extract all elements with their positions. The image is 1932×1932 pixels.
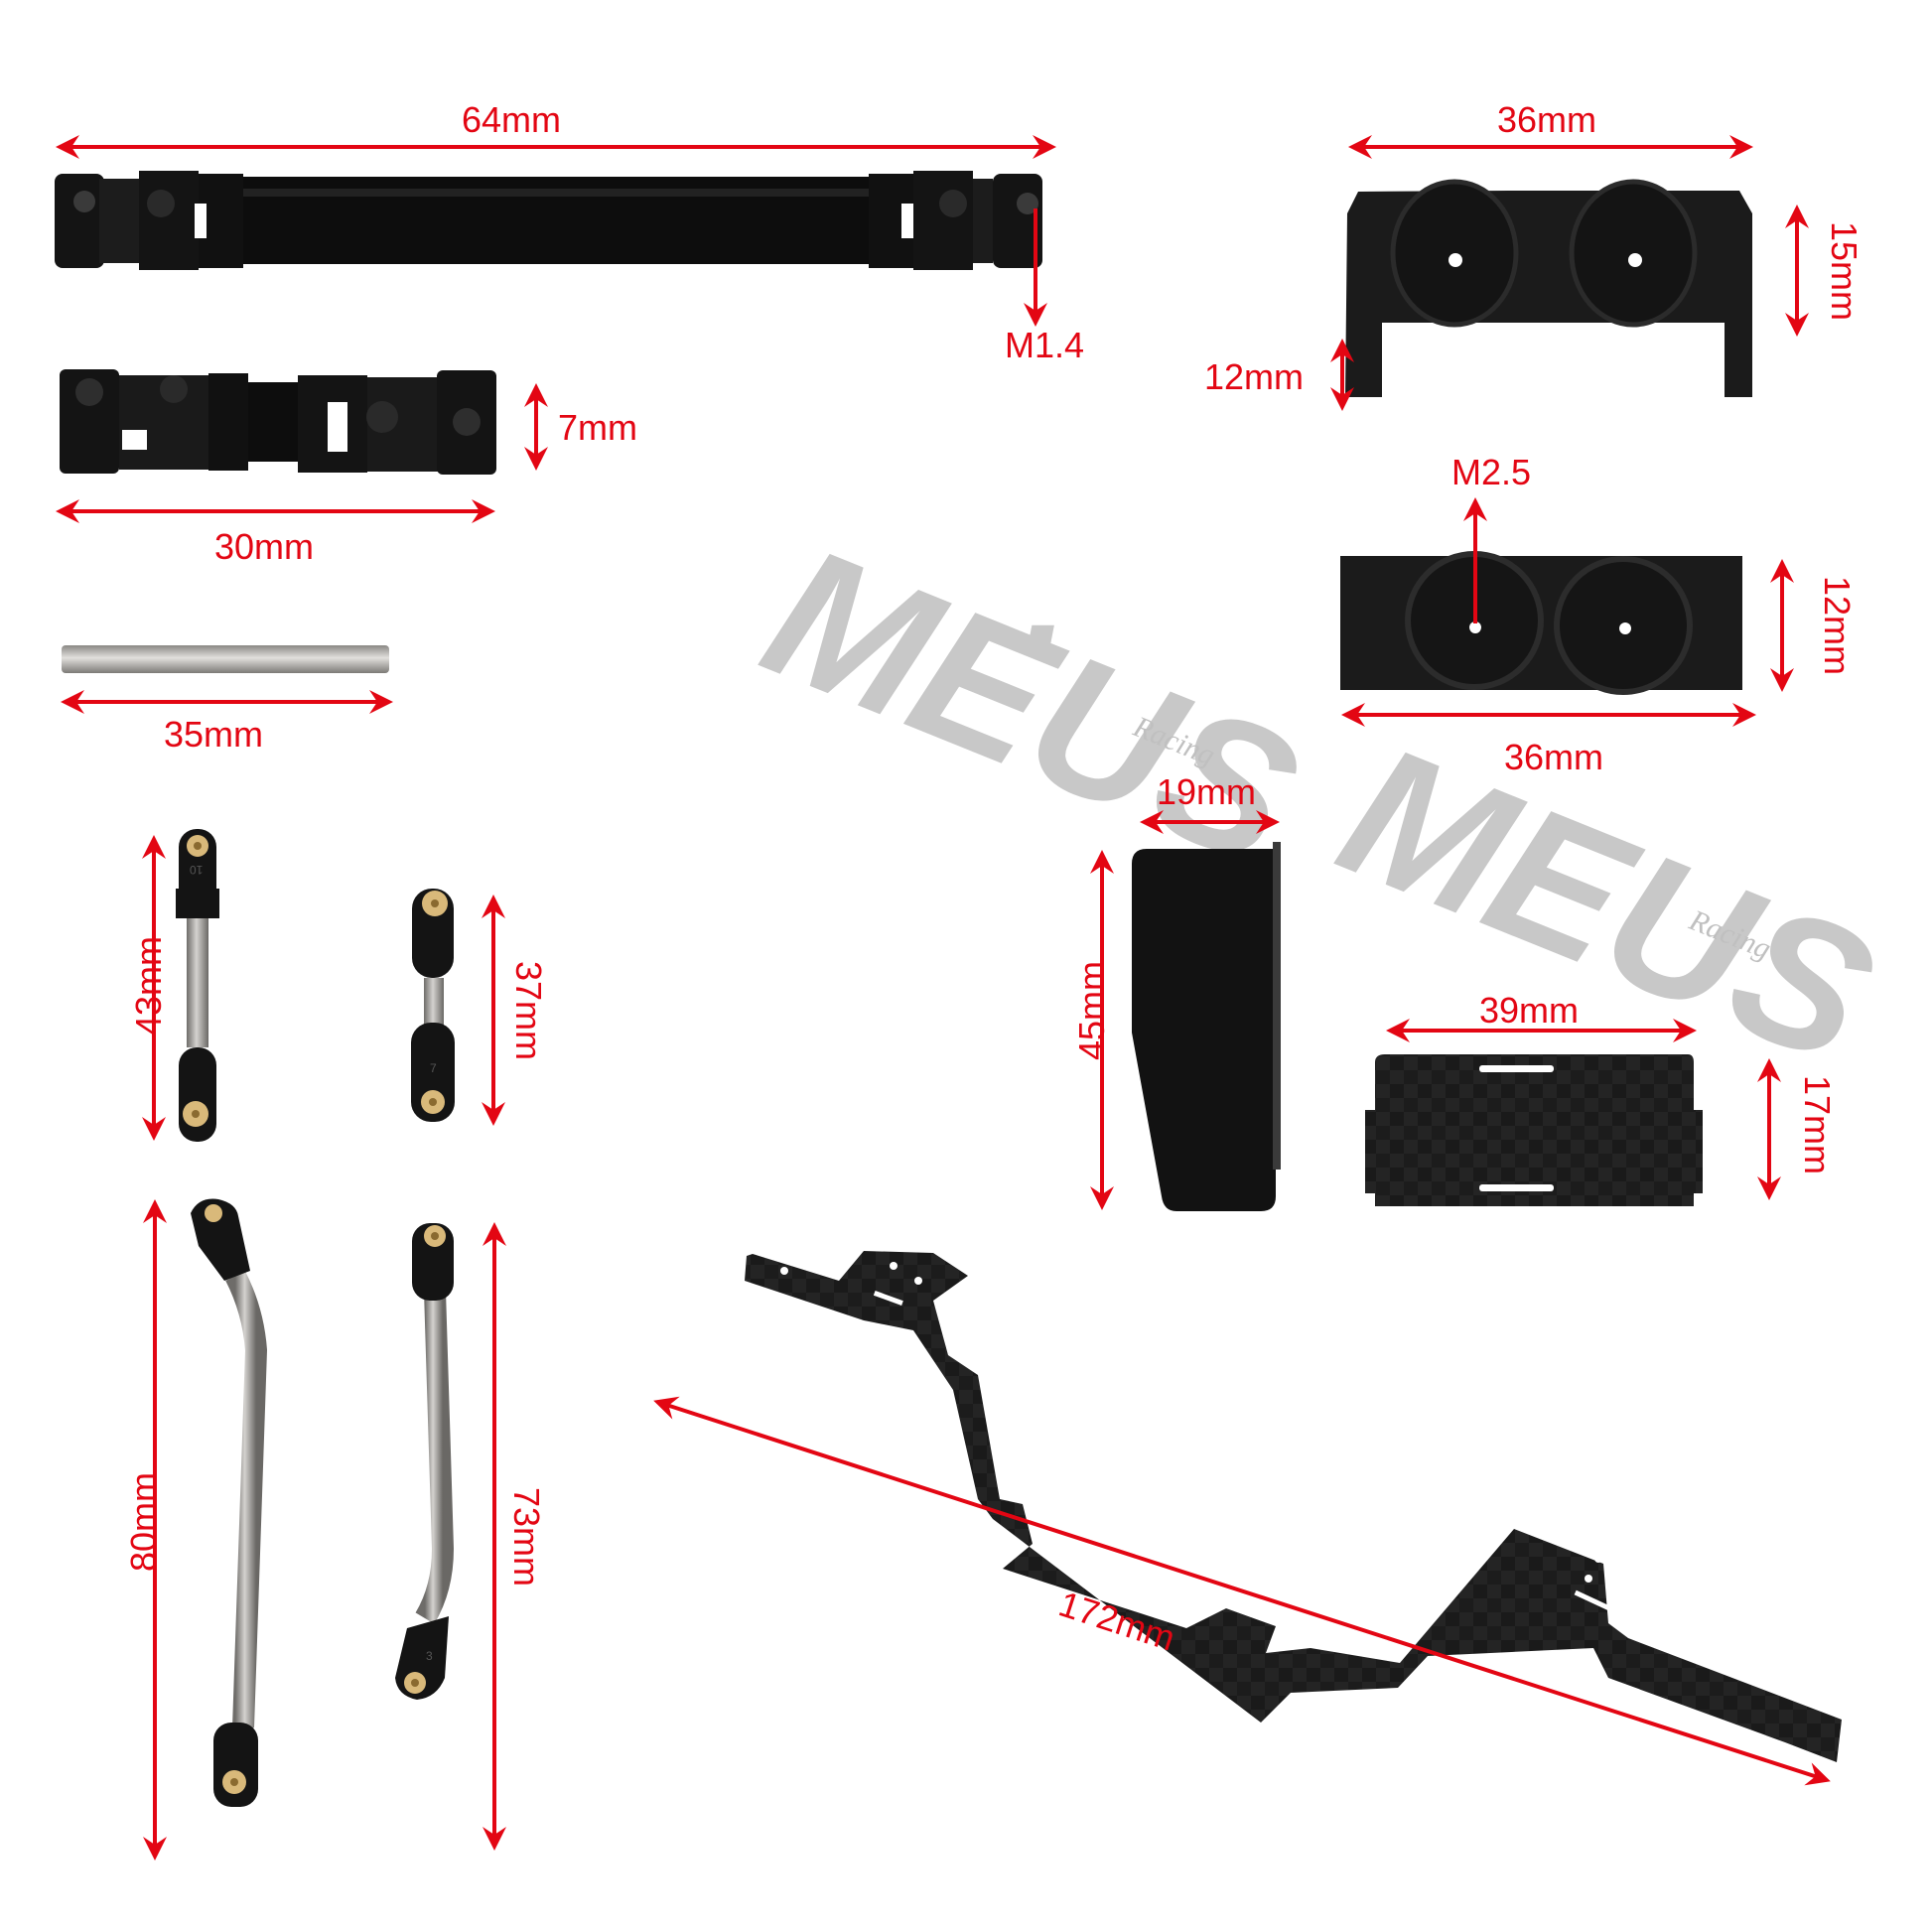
servo-mount-raised: [1345, 179, 1752, 397]
dim-line-172mm: [653, 1396, 1831, 1786]
link-80: [191, 1198, 268, 1807]
long-driveshaft: [55, 171, 1042, 270]
label-m2.5: M2.5: [1451, 452, 1532, 492]
label-19mm: 19mm: [1157, 771, 1257, 812]
label-45mm: 45mm: [1071, 960, 1113, 1061]
label-17mm: 17mm: [1797, 1074, 1839, 1175]
battery-plate: [1132, 842, 1281, 1211]
label-m1.4: M1.4: [1005, 325, 1085, 365]
label-43mm: 43mm: [128, 935, 170, 1036]
label-mount1-12mm: 12mm: [1204, 356, 1305, 397]
label-15mm: 15mm: [1824, 220, 1865, 322]
marking-link73: 3: [426, 1649, 433, 1663]
label-37mm: 37mm: [508, 960, 550, 1061]
label-mount1-36mm: 36mm: [1497, 99, 1597, 140]
label-30mm: 30mm: [214, 526, 315, 567]
marking-link37: 7: [430, 1061, 437, 1075]
marking-link43: 10: [190, 863, 204, 877]
carbon-plate-small: [1365, 1054, 1703, 1206]
label-80mm: 80mm: [123, 1471, 165, 1573]
label-39mm: 39mm: [1479, 990, 1580, 1031]
watermark-separator: ·: [1013, 546, 1066, 724]
link-37: [411, 889, 455, 1122]
steel-pin: [62, 645, 389, 673]
servo-mount-flat: [1340, 551, 1742, 695]
short-driveshaft: [60, 369, 496, 475]
label-35mm: 35mm: [164, 714, 264, 755]
label-73mm: 73mm: [506, 1486, 548, 1587]
carbon-rail: [745, 1251, 1842, 1762]
link-43: [176, 829, 219, 1142]
link-73: [395, 1223, 455, 1700]
label-7mm: 7mm: [558, 407, 637, 448]
label-mount2-36mm: 36mm: [1504, 737, 1604, 777]
label-64mm: 64mm: [462, 99, 562, 140]
label-mount2-12mm: 12mm: [1817, 575, 1859, 676]
